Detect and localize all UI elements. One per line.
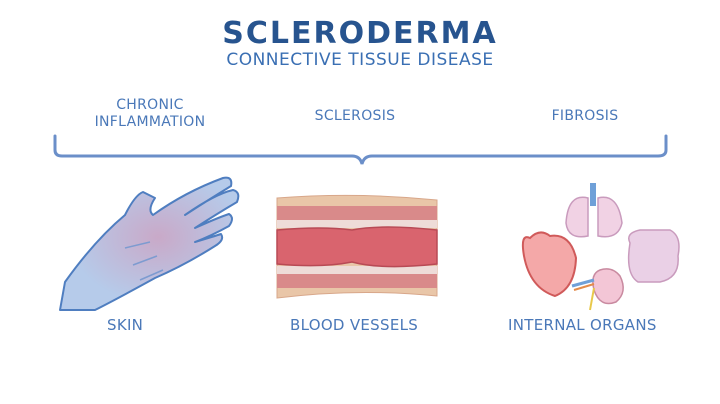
stage-line: CHRONIC	[116, 97, 184, 113]
label-internal-organs: INTERNAL ORGANS	[508, 316, 657, 334]
stage-line: INFLAMMATION	[94, 114, 206, 130]
subtitle: CONNECTIVE TISSUE DISEASE	[226, 50, 494, 70]
label-blood-vessels: BLOOD VESSELS	[290, 316, 419, 334]
label-skin: SKIN	[107, 316, 144, 334]
organs-icon	[521, 183, 680, 311]
stage-sclerosis: SCLEROSIS	[314, 108, 396, 124]
title: SCLERODERMA	[222, 16, 498, 51]
blood-vessel-icon	[276, 194, 438, 299]
stage-chronic-inflammation: CHRONIC INFLAMMATION	[70, 97, 230, 131]
stage-fibrosis: FIBROSIS	[551, 108, 619, 124]
curly-bracket	[53, 134, 668, 165]
hand-icon	[59, 176, 240, 311]
